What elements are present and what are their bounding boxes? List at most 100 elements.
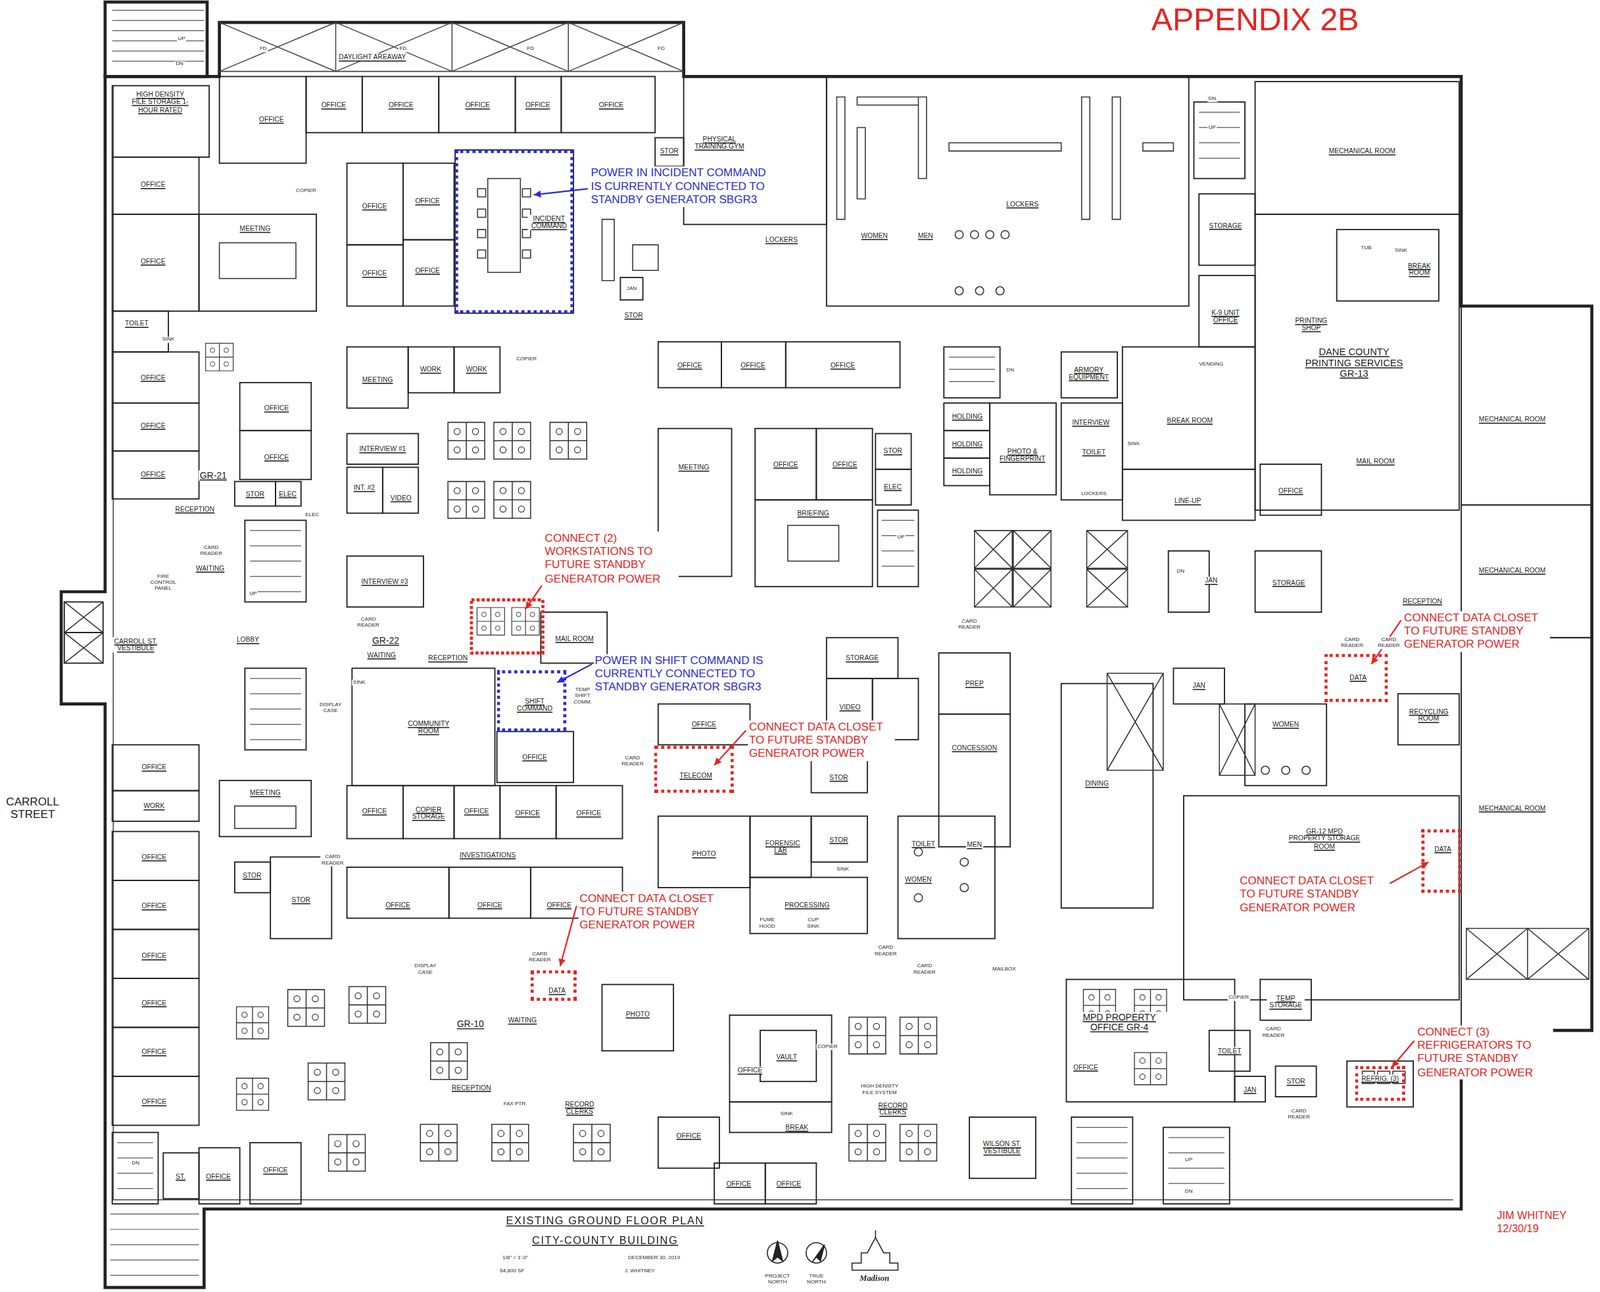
- room-partition: [1235, 1076, 1266, 1103]
- room-partition: [453, 785, 500, 840]
- room-partition: [244, 520, 306, 602]
- room-label: BREAK ROOM: [1402, 261, 1437, 277]
- room-label: VAULT: [775, 1053, 799, 1061]
- workstation-cubicle: [900, 1017, 938, 1055]
- room-label: OFFICE: [139, 373, 167, 381]
- elevator-symbol: [974, 530, 1051, 569]
- room-partition: [1461, 305, 1593, 506]
- small-note: UP: [248, 591, 258, 598]
- room-label: MEN: [966, 841, 984, 849]
- room-partition: [721, 341, 786, 388]
- elevator-symbol: [1466, 928, 1589, 980]
- room-partition: [1071, 1117, 1133, 1205]
- small-note: VENDING: [1198, 361, 1225, 367]
- room-label: STORAGE: [1271, 578, 1307, 586]
- highlight-outline: [471, 599, 544, 654]
- room-partition: [1398, 693, 1460, 746]
- room-partition: [1461, 637, 1593, 1031]
- room-label: OFFICE: [140, 853, 168, 861]
- room-label: OFFICE: [575, 809, 603, 817]
- room-partition: [240, 382, 312, 431]
- room-label: ELEC: [278, 489, 298, 498]
- room-label: OFFICE: [414, 197, 442, 205]
- north-arrow: [767, 1240, 827, 1264]
- room-partition: [403, 163, 455, 240]
- annotation-note: CONNECT DATA CLOSET TO FUTURE STANDBY GE…: [578, 891, 726, 932]
- room-label: RECYCLING ROOM: [1407, 707, 1449, 723]
- title-block-text: TRUE NORTH: [802, 1273, 830, 1286]
- room-label: RECORD CLERKS: [873, 1101, 912, 1117]
- room-label: TEMP STORAGE: [1266, 994, 1305, 1010]
- annotation-note: POWER IN INCIDENT COMMAND IS CURRENTLY C…: [589, 166, 776, 207]
- furniture: [954, 230, 963, 239]
- room-label: INCIDENT COMMAND: [527, 215, 571, 231]
- small-note: SINK: [1393, 247, 1408, 254]
- room-partition: [654, 137, 684, 166]
- workstation-cubicle: [491, 1124, 529, 1162]
- highlight-box: REFRIG. (3): [1355, 1066, 1406, 1101]
- stair-symbol: [1198, 112, 1240, 159]
- small-note: COPIER: [1227, 994, 1251, 1001]
- small-note: FAX PTR.: [502, 1100, 529, 1107]
- north-arrow: [812, 1244, 825, 1262]
- room-label: OFFICE: [263, 404, 291, 412]
- room-label: ST.: [174, 1172, 187, 1180]
- room-label: TOILET: [1216, 1046, 1243, 1055]
- furniture: [914, 847, 922, 856]
- workstation-cubicle: [848, 1017, 886, 1055]
- room-label: STOR: [828, 774, 849, 782]
- room-label: WOMEN: [860, 232, 889, 240]
- room-label: OFFICE: [139, 470, 167, 479]
- furniture: [1302, 766, 1310, 775]
- room-partition: [408, 347, 455, 394]
- suite-label: DANE COUNTY PRINTING SERVICES GR-13: [1296, 347, 1412, 380]
- small-note: SINK: [835, 866, 851, 873]
- furniture: [914, 893, 922, 902]
- small-note: DN: [174, 61, 185, 68]
- room-partition: [112, 157, 200, 215]
- leader-arrow-red: [714, 730, 746, 766]
- small-note: CARD READER: [527, 950, 552, 963]
- annotation-note: CONNECT (2) WORKSTATIONS TO FUTURE STAND…: [543, 531, 679, 586]
- inner-wall: [113, 85, 1453, 1200]
- room-label: RECORD CLERKS: [560, 1100, 599, 1116]
- suite-label: GR-22: [370, 635, 400, 647]
- room-partition: [305, 76, 362, 133]
- room-partition: [515, 76, 562, 133]
- annotation-note: CONNECT DATA CLOSET TO FUTURE STANDBY GE…: [747, 720, 895, 761]
- room-partition: [1260, 464, 1322, 516]
- room-label: HOLDING: [950, 412, 984, 420]
- room-label: OFFICE: [205, 1172, 233, 1180]
- small-note: CARD READER: [199, 545, 224, 558]
- room-partition: [112, 1132, 159, 1205]
- small-note: DN: [1175, 568, 1186, 575]
- annotation-note: CONNECT DATA CLOSET TO FUTURE STANDBY GE…: [1238, 874, 1386, 915]
- street-label: CARROLL STREET: [1, 795, 65, 821]
- room-partition: [219, 76, 307, 164]
- leader-arrow-red: [525, 585, 542, 610]
- exterior-wall: [105, 1, 208, 77]
- room-partition: [943, 403, 990, 431]
- room-label: REFRIG. (3): [1360, 1074, 1401, 1082]
- room-label: OFFICE: [139, 421, 167, 429]
- room-label: OFFICE: [140, 952, 168, 960]
- room-label: OFFICE: [675, 1131, 703, 1140]
- room-partition: [1061, 351, 1118, 398]
- room-partition: [362, 76, 439, 133]
- room-partition: [497, 731, 574, 784]
- furniture: [1000, 230, 1009, 239]
- room-partition: [1061, 403, 1123, 500]
- elevator-symbol: [974, 569, 1051, 607]
- room-partition: [403, 785, 455, 840]
- room-label: OFFICE: [545, 901, 573, 909]
- stair-symbol: [249, 678, 302, 740]
- room-label: MECHANICAL ROOM: [1327, 147, 1397, 155]
- room-partition: [811, 760, 868, 794]
- stair-symbol: [948, 357, 995, 382]
- room-label: OFFICE: [831, 460, 859, 468]
- room-partition: [939, 653, 1011, 715]
- title-block-text: 64,800 SF: [499, 1268, 526, 1275]
- room-partition: [989, 403, 1057, 496]
- furniture: [219, 96, 1406, 1084]
- room-partition: [1193, 101, 1245, 179]
